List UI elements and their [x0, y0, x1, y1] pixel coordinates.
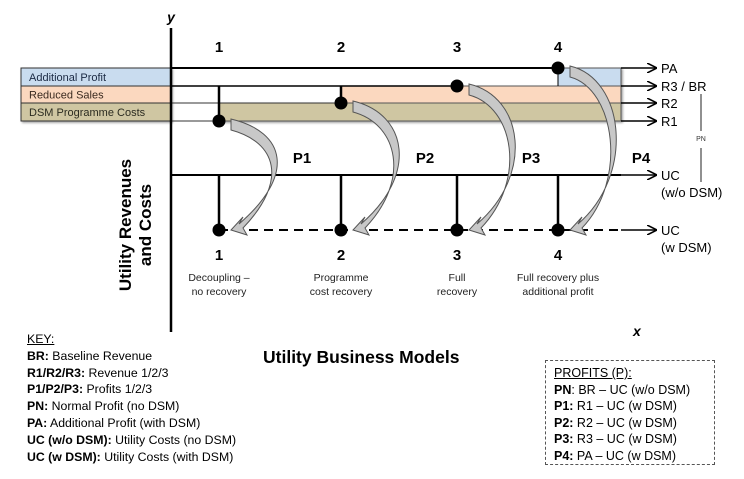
profits-heading: PROFITS (P):	[554, 366, 632, 380]
column-description-line2: additional profit	[522, 286, 593, 298]
label-r3-br: R3 / BR	[661, 79, 707, 94]
y-axis-label: y	[166, 9, 176, 25]
column-number-top: 2	[337, 39, 345, 56]
profit-term: P4:	[554, 448, 574, 463]
label-uc-wo-line2: (w/o DSM)	[661, 185, 722, 200]
key-item: UC (w/o DSM): Utility Costs (no DSM)	[27, 432, 236, 449]
key-definition: Revenue 1/2/3	[85, 365, 169, 380]
label-r2: R2	[661, 96, 678, 111]
profit-term: P2:	[554, 415, 574, 430]
profit-formula: PA – UC (w DSM)	[573, 448, 677, 463]
column-description-line1: Decoupling –	[188, 272, 249, 284]
cost-point	[212, 223, 226, 237]
column-description-line1: Full	[449, 272, 466, 284]
y-axis-title-line1: Utility Revenues	[116, 159, 135, 291]
chart-bands	[218, 67, 622, 122]
label-r1: R1	[661, 114, 678, 129]
column-number-bottom: 1	[215, 247, 223, 264]
profit-formula: R1 – UC (w DSM)	[573, 399, 677, 414]
key-definition: Utility Costs (no DSM)	[111, 432, 237, 447]
profit-term: P1:	[554, 399, 574, 414]
band-dsm-costs	[218, 102, 622, 122]
legend-label-dsm-costs: DSM Programme Costs	[29, 107, 146, 119]
cost-point	[551, 223, 565, 237]
revenue-point	[212, 114, 226, 128]
cost-point	[450, 223, 464, 237]
column-number-bottom: 4	[554, 247, 563, 264]
key-term: P1/P2/P3:	[27, 382, 84, 397]
profit-arrow	[569, 65, 617, 236]
revenue-point	[450, 79, 464, 93]
key-definition: Baseline Revenue	[48, 348, 153, 363]
column-description-line2: cost recovery	[310, 286, 373, 298]
y-axis-title-line2: and Costs	[136, 184, 155, 266]
key-definition: Utility Costs (with DSM)	[100, 449, 234, 464]
key-item: P1/P2/P3: Profits 1/2/3	[27, 381, 236, 398]
profit-label: P1	[293, 150, 311, 167]
key-term: UC (w/o DSM):	[27, 432, 112, 447]
profit-term: PN	[554, 382, 572, 397]
key-definition: Profits 1/2/3	[83, 382, 153, 397]
profit-label: P3	[522, 150, 540, 167]
profit-label: P2	[416, 150, 434, 167]
key-term: R1/R2/R3:	[27, 365, 86, 380]
profit-item: P1: R1 – UC (w DSM)	[554, 398, 708, 415]
legend-label-additional-profit: Additional Profit	[29, 72, 106, 84]
key-term: BR:	[27, 348, 49, 363]
label-pa: PA	[661, 61, 678, 76]
revenue-point	[551, 61, 565, 75]
profit-term: P3:	[554, 432, 574, 447]
legend-label-reduced-sales: Reduced Sales	[29, 90, 104, 102]
label-pn: PN	[696, 136, 706, 143]
column-number-top: 3	[453, 39, 461, 56]
profit-item: P4: PA – UC (w DSM)	[554, 448, 708, 465]
label-uc-wo-line1: UC	[661, 168, 680, 183]
label-uc-w-line2: (w DSM)	[661, 240, 712, 255]
key-item: PA: Additional Profit (with DSM)	[27, 415, 236, 432]
profit-item: P2: R2 – UC (w DSM)	[554, 415, 708, 432]
column-number-bottom: 3	[453, 247, 461, 264]
profit-arrow	[352, 100, 400, 236]
column-description-line1: Full recovery plus	[517, 272, 599, 284]
profit-arrow	[468, 83, 516, 236]
profits-box: PROFITS (P): PN: BR – UC (w/o DSM)P1: R1…	[545, 360, 715, 465]
revenue-point	[334, 96, 348, 110]
profit-item: P3: R3 – UC (w DSM)	[554, 431, 708, 448]
key-item: UC (w DSM): Utility Costs (with DSM)	[27, 449, 236, 466]
x-axis-title: Utility Business Models	[263, 347, 460, 367]
key-term: PN:	[27, 399, 49, 414]
profit-arrow	[230, 118, 278, 236]
key-term: PA:	[27, 415, 48, 430]
cost-point	[334, 223, 348, 237]
key-definition: Additional Profit (with DSM)	[47, 415, 201, 430]
column-number-bottom: 2	[337, 247, 345, 264]
profit-label: P4	[632, 150, 651, 167]
x-axis-label: x	[632, 323, 642, 339]
profit-formula: : BR – UC (w/o DSM)	[571, 382, 691, 397]
key-item: PN: Normal Profit (no DSM)	[27, 398, 236, 415]
key-heading: KEY:	[27, 332, 55, 346]
column-description-line1: Programme	[314, 272, 369, 284]
column-description-line2: recovery	[437, 286, 478, 298]
column-description-line2: no recovery	[192, 286, 248, 298]
key-item: BR: Baseline Revenue	[27, 348, 236, 365]
label-uc-w-line1: UC	[661, 223, 680, 238]
column-number-top: 1	[215, 39, 223, 56]
profit-formula: R3 – UC (w DSM)	[573, 432, 677, 447]
profit-formula: R2 – UC (w DSM)	[573, 415, 677, 430]
key-item: R1/R2/R3: Revenue 1/2/3	[27, 365, 236, 382]
key-term: UC (w DSM):	[27, 449, 101, 464]
profit-item: PN: BR – UC (w/o DSM)	[554, 382, 708, 399]
key-definition: Normal Profit (no DSM)	[48, 399, 180, 414]
column-number-top: 4	[554, 39, 563, 56]
